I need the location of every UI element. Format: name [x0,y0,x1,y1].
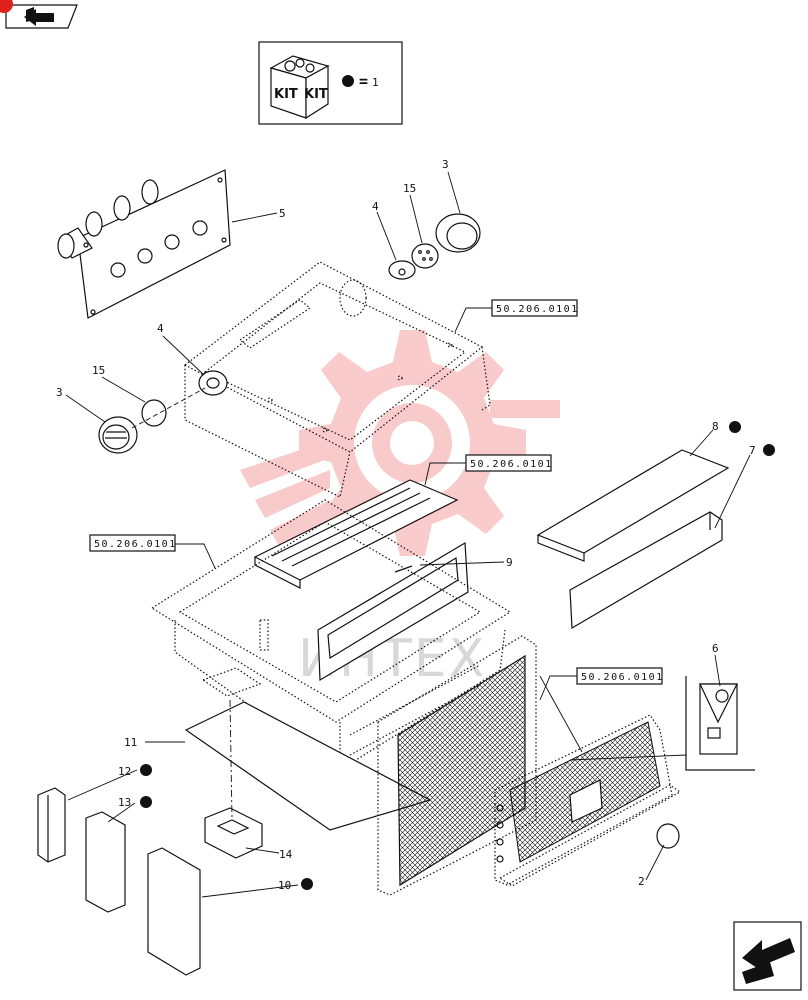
callout-8: 8 [712,420,719,433]
ref-box-2-text: 50.206.0101 [470,459,553,470]
kit-value: 1 [372,76,379,89]
middle-tray-part [253,479,459,589]
knob-2 [656,823,680,849]
filter-15-left [141,399,167,427]
strip-8 [536,449,730,562]
cap-3-left [98,416,138,454]
ref-box-4-text: 50.206.0101 [581,672,664,683]
ref-box-1[interactable]: 50.206.0101 [491,299,579,317]
kit-box-label-1: KIT [274,87,298,102]
switch-panel-part [57,169,231,319]
grommet-14 [204,807,263,859]
pad-12 [37,787,66,863]
book-arrow-icon[interactable] [5,4,78,29]
cap-3-upper [435,213,481,253]
kit-equals: = [359,72,368,90]
gasket-4-upper [388,260,416,280]
kit-bullet-12 [140,764,152,776]
callout-12: 12 [118,765,131,778]
kit-bullet-7 [763,444,775,456]
watermark-gear [240,330,560,556]
pad-10 [147,847,201,976]
kit-box-label-2: KIT [304,87,328,102]
warning-label-6 [685,676,755,771]
ref-box-2[interactable]: 50.206.0101 [465,454,553,472]
callout-9: 9 [506,556,513,569]
badge-icon [0,0,13,13]
ref-box-3[interactable]: 50.206.0101 [89,534,177,552]
ref-box-4[interactable]: 50.206.0101 [576,667,664,685]
callout-15-upper: 15 [403,182,416,195]
leader-lines [65,171,751,898]
gasket-4-left [198,370,228,396]
ref-box-3-text: 50.206.0101 [94,539,177,550]
strip-7 [569,511,723,630]
kit-bullet [342,75,354,87]
callout-3-upper: 3 [442,158,449,171]
kit-bullet-13 [140,796,152,808]
filter-15-upper [411,243,439,269]
ref-box-1-text: 50.206.0101 [496,304,579,315]
pad-13 [85,811,126,913]
callout-5: 5 [279,207,286,220]
upper-housing-part [183,261,491,498]
callout-10: 10 [278,879,291,892]
lower-housing-part [150,499,512,771]
kit-bullet-8 [729,421,741,433]
callout-2: 2 [638,875,645,888]
kit-bullet-10 [301,878,313,890]
kit-legend: KIT KIT = 1 [258,41,403,125]
callout-11: 11 [124,736,137,749]
callout-7: 7 [749,444,756,457]
callout-4-upper: 4 [372,200,379,213]
callout-15-left: 15 [92,364,105,377]
callout-13: 13 [118,796,131,809]
filter-frame-part [494,714,682,887]
callout-14: 14 [279,848,293,861]
callout-3-left: 3 [56,386,63,399]
next-page-arrow-icon[interactable] [733,921,802,991]
callout-6: 6 [712,642,719,655]
callout-4-left: 4 [157,322,164,335]
